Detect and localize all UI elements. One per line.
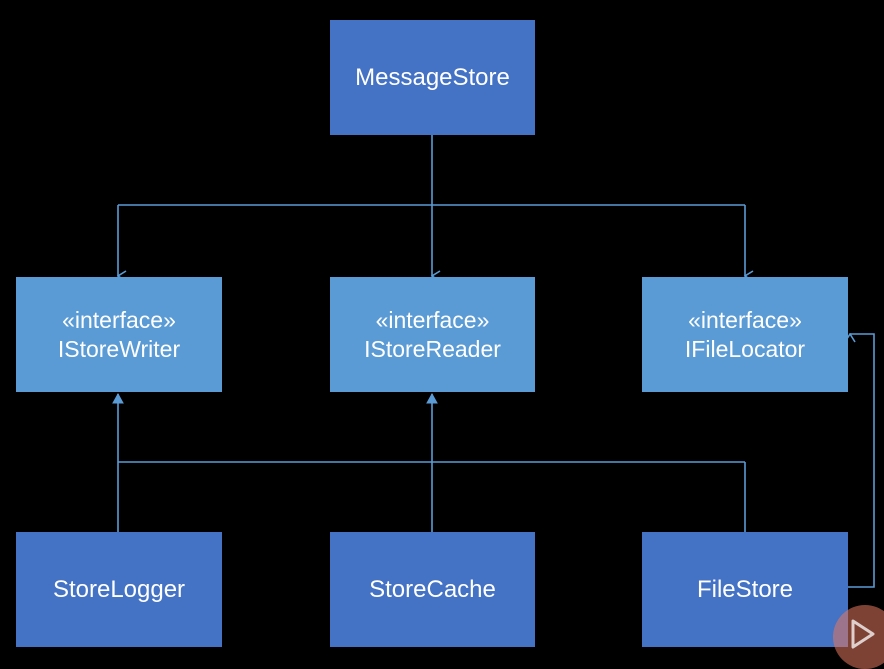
node-stereotype: «interface» [375,306,490,333]
node-istorereader[interactable]: «interface» IStoreReader [330,277,535,392]
edge-filestore-to-ifilelocator [848,334,875,588]
node-messagestore[interactable]: MessageStore [330,20,535,135]
node-stereotype: «interface» [62,306,176,333]
node-label: IFileLocator [684,335,806,362]
node-label: FileStore [696,575,794,603]
node-label: IStoreReader [364,335,501,362]
node-istorewriter[interactable]: «interface» IStoreWriter [16,277,222,392]
node-label: StoreCache [369,575,496,603]
node-filestore[interactable]: FileStore [642,532,848,647]
node-ifilelocator[interactable]: «interface» IFileLocator [642,277,848,392]
node-label: MessageStore [355,63,510,91]
node-label: IStoreWriter [57,335,181,362]
play-button[interactable] [833,605,884,669]
node-storelogger[interactable]: StoreLogger [16,532,222,647]
node-storecache[interactable]: StoreCache [330,532,535,647]
node-stereotype: «interface» [688,306,802,333]
node-label: StoreLogger [52,575,186,603]
play-icon [851,619,875,649]
